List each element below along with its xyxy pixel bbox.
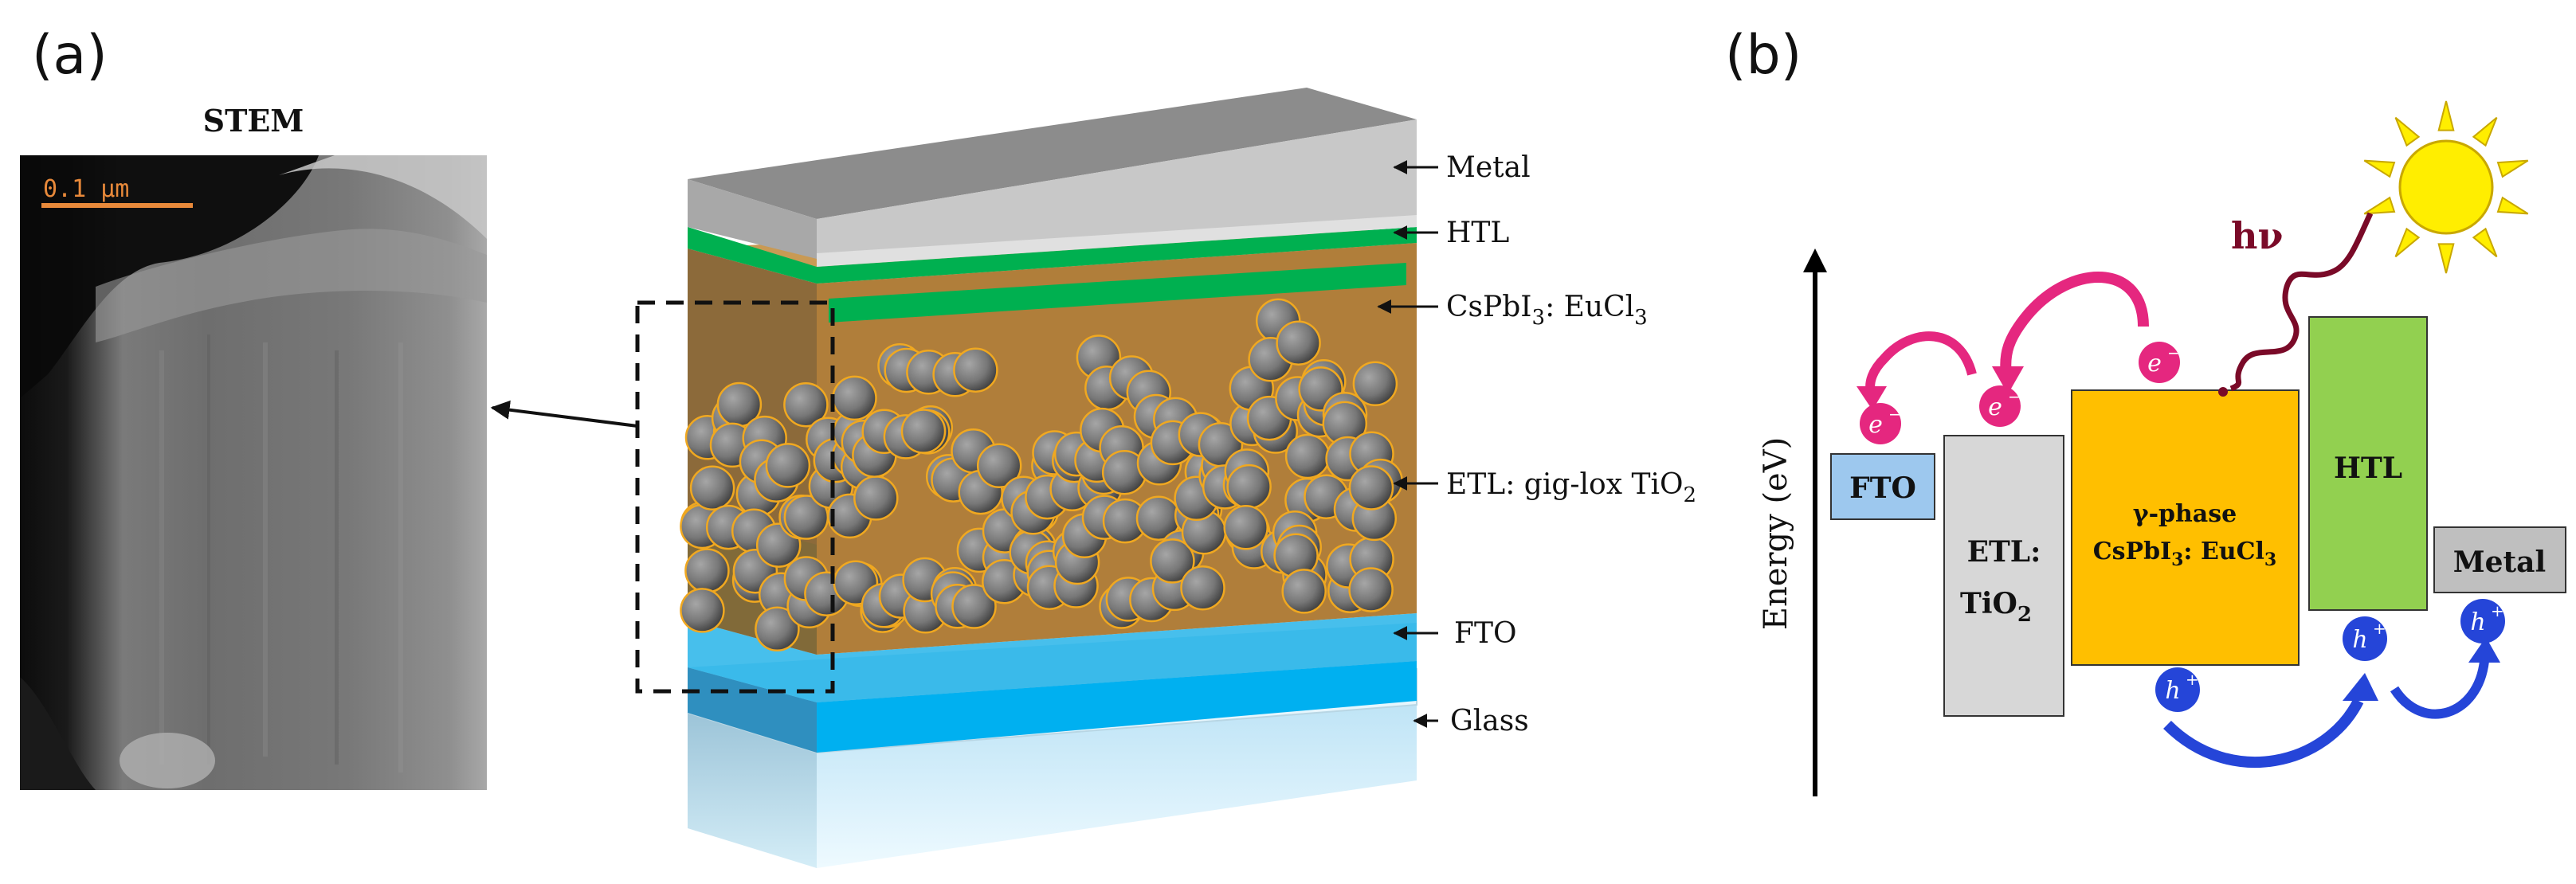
svg-text:−: − xyxy=(2167,343,2181,362)
tio2-particle xyxy=(1226,464,1272,510)
photon-absorption-point xyxy=(2218,387,2228,397)
svg-text:h: h xyxy=(2470,608,2485,636)
svg-text:+: + xyxy=(2491,601,2504,620)
layer-labels: Metal HTL CsPbI3: EuCl3 ETL: gig-lox TiO… xyxy=(1377,151,1696,737)
photon-label: hν xyxy=(2231,214,2283,257)
htl-front-band xyxy=(829,263,1406,323)
hole-arrowhead-2 xyxy=(2468,637,2500,663)
metal-box-label: Metal xyxy=(2453,546,2546,579)
sun-ray xyxy=(2496,196,2529,215)
sun-ray xyxy=(2496,159,2529,178)
svg-text:−: − xyxy=(1888,405,1902,424)
stem-image: 0.1 μm xyxy=(20,155,487,790)
hole-carrier-htl: h + xyxy=(2343,616,2387,661)
sun-ray xyxy=(2394,116,2421,147)
tio2-particle xyxy=(832,375,877,421)
sun-ray xyxy=(2472,227,2498,258)
tio2-particles xyxy=(680,298,1403,652)
absorber-box xyxy=(2071,389,2300,666)
tio2-particle xyxy=(684,548,730,593)
electron-arrow-etl-to-fto xyxy=(1865,331,1977,393)
electron-carrier-etl: e − xyxy=(1979,385,2021,427)
etl-box-label-1: ETL: xyxy=(1967,535,2041,569)
sun-ray xyxy=(2472,116,2498,147)
energy-axis-label: Energy (eV) xyxy=(1758,437,1794,630)
label-htl: HTL xyxy=(1446,217,1509,249)
panel-label-b: (b) xyxy=(1725,24,1802,87)
htl-layer xyxy=(688,227,1417,284)
sun-ray xyxy=(2437,243,2455,274)
svg-text:e: e xyxy=(1988,393,2002,421)
hole-arrow-htl-to-metal xyxy=(2390,660,2489,719)
absorber-box-label-1: γ-phase xyxy=(2133,500,2237,528)
fto-box-label: FTO xyxy=(1849,471,1916,505)
stem-title: STEM xyxy=(203,103,304,139)
electron-arrow-absorber-to-etl xyxy=(2000,272,2149,375)
svg-text:+: + xyxy=(2373,619,2386,638)
sun-icon xyxy=(2363,100,2529,274)
tio2-particle xyxy=(755,606,800,652)
etl-box-label-2: TiO2 xyxy=(1960,587,2032,627)
tio2-particle xyxy=(951,584,997,629)
tio2-particle xyxy=(1348,567,1394,612)
electron-arrowhead-2 xyxy=(1857,386,1887,410)
tio2-particle xyxy=(1348,465,1394,510)
photon-wave xyxy=(2229,212,2374,392)
tio2-particle xyxy=(689,465,735,510)
label-etl: ETL: gig-lox TiO2 xyxy=(1446,468,1696,507)
tio2-particle xyxy=(853,475,899,521)
zoom-connector-line xyxy=(490,400,638,428)
zoom-box xyxy=(635,300,835,694)
sun-ray xyxy=(2437,100,2455,131)
sun-ray xyxy=(2394,227,2421,258)
electron-carrier-fto: e − xyxy=(1860,403,1902,444)
fto-box xyxy=(1830,453,1935,520)
tio2-particle xyxy=(1352,361,1398,407)
svg-text:+: + xyxy=(2186,670,2199,689)
sun-ray xyxy=(2363,196,2396,215)
electron-arrowhead-1 xyxy=(1992,366,2024,394)
tio2-particle xyxy=(765,443,811,488)
label-glass: Glass xyxy=(1450,705,1529,737)
metal-box xyxy=(2433,526,2566,593)
hole-carrier-metal: h + xyxy=(2460,599,2505,643)
svg-text:h: h xyxy=(2352,626,2367,654)
electron-carrier-absorber: e − xyxy=(2139,342,2181,383)
htl-box xyxy=(2308,316,2428,611)
fto-layer xyxy=(688,613,1417,753)
svg-text:−: − xyxy=(2008,387,2021,406)
etl-box xyxy=(1943,435,2064,717)
tio2-particle xyxy=(1281,569,1327,614)
absorber-box-label-2: CsPbI3: EuCl3 xyxy=(2093,538,2276,570)
panel-label-a: (a) xyxy=(32,24,108,87)
scale-bar-label: 0.1 μm xyxy=(43,175,129,203)
scale-bar xyxy=(41,203,193,208)
svg-text:h: h xyxy=(2165,677,2180,705)
tio2-particle xyxy=(680,588,725,633)
svg-text:e: e xyxy=(2147,350,2162,377)
label-metal: Metal xyxy=(1446,151,1531,184)
htl-box-label: HTL xyxy=(2334,452,2402,485)
tio2-particle xyxy=(953,347,998,393)
hole-arrowhead-1 xyxy=(2343,673,2378,701)
metal-layer xyxy=(688,88,1417,267)
tio2-particle xyxy=(1223,505,1268,550)
tio2-particle xyxy=(1180,565,1225,611)
label-fto: FTO xyxy=(1454,617,1517,650)
svg-text:e: e xyxy=(1868,411,1883,439)
hole-carrier-absorber: h + xyxy=(2155,667,2200,712)
tio2-particle xyxy=(1276,320,1321,366)
tio2-particle xyxy=(900,409,947,454)
tio2-particle xyxy=(783,381,829,428)
sun-ray xyxy=(2363,159,2396,178)
tio2-particle xyxy=(1284,433,1331,479)
label-absorber: CsPbI3: EuCl3 xyxy=(1446,291,1648,330)
hole-arrow-absorber-to-htl xyxy=(2163,698,2364,769)
tio2-particle xyxy=(976,443,1022,489)
tio2-particle xyxy=(1150,538,1195,584)
